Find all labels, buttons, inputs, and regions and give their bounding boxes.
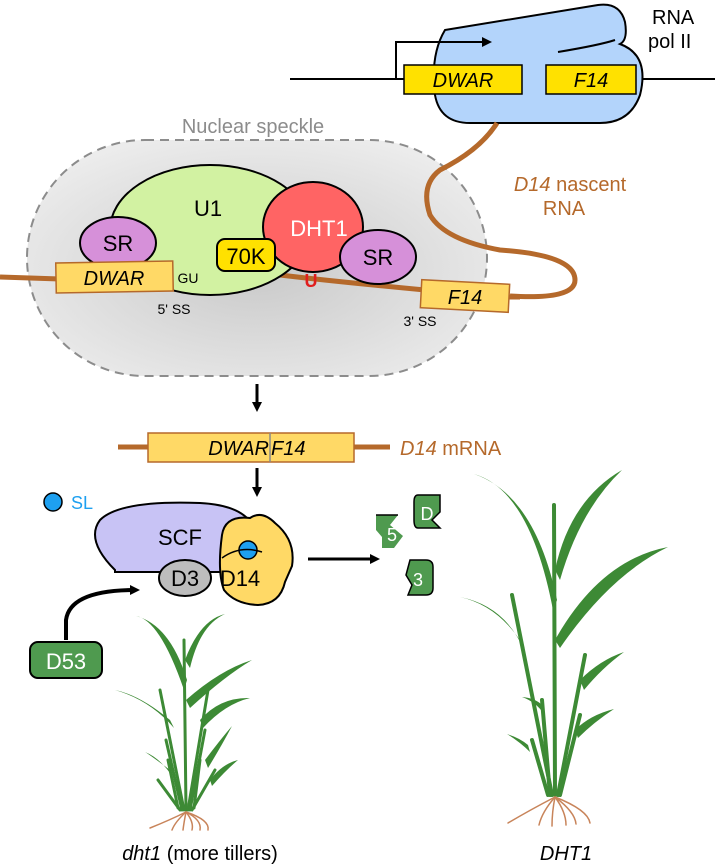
mature-mrna-group: DWAR F14 D14 mRNA: [118, 432, 502, 463]
three-prime-ss-label: 3' SS: [403, 313, 436, 329]
d53-protein: [29, 641, 103, 679]
d53-label: D53: [46, 649, 86, 674]
d14-label: D14: [220, 566, 260, 591]
sl-signaling-group: SL SCF D3 D14 D53 D 5 3: [29, 492, 442, 679]
fragment-1-label: D: [421, 504, 434, 524]
sl-legend-dot-icon: [43, 492, 63, 512]
dht1-leaves: [115, 614, 252, 786]
nascent-rna-label-line1: D14 nascent: [514, 174, 627, 196]
pre-mrna-strand: [0, 272, 426, 293]
d14-pocket-line: [221, 548, 263, 559]
rna-polymerase-group: DWAR F14 RNA pol II: [290, 3, 715, 124]
rna-pol-label-line2: pol II: [648, 31, 691, 53]
rna-pol-label-line1: RNA: [652, 7, 695, 29]
d53-binding-arrow-icon: [64, 585, 140, 640]
dht1-gene-label: dht1: [122, 843, 161, 865]
dht1-wildtype-plant: [460, 470, 668, 827]
speckle-exon-dwar-box: [54, 260, 175, 294]
d53-fragment-3: [405, 559, 434, 596]
sr-protein-right: [339, 229, 417, 285]
dht1-wildtype-caption: DHT1: [540, 843, 592, 865]
d53-fragment-2: [376, 515, 403, 548]
uridine-mark: U: [305, 271, 318, 291]
mrna-exon-box: [147, 432, 355, 463]
mrna-word: mRNA: [442, 438, 502, 460]
speckle-exon-f14-label: F14: [448, 287, 482, 309]
dht1-mutant-plant: [115, 614, 252, 831]
five-prime-ss-label: 5' SS: [157, 301, 190, 317]
nuclear-speckle-group: Nuclear speckle U1 SR DWAR GU 5' SS DHT1…: [0, 116, 578, 377]
dht1-protein: [262, 181, 364, 273]
mrna-label: D14 mRNA: [400, 438, 502, 460]
u1-label: U1: [194, 196, 222, 221]
sl-label: SL: [71, 493, 93, 513]
dht1-roots: [149, 811, 209, 831]
d14-receptor: [218, 513, 294, 607]
transcription-start-arrow-icon: [395, 37, 492, 79]
u1-70k-label: 70K: [226, 244, 265, 269]
wt-roots: [507, 796, 591, 827]
scf-label: SCF: [158, 525, 202, 550]
exon-dwar-box: [403, 64, 523, 95]
nascent-word: nascent: [556, 174, 626, 196]
mrna-gene-name: D14: [400, 438, 437, 460]
dht1-note-label: (more tillers): [167, 843, 278, 865]
mrna-part1-label: DWAR: [208, 438, 269, 460]
nascent-rna-strand: [424, 121, 578, 300]
d3-label: D3: [171, 566, 199, 591]
u1-70k-protein: [216, 238, 276, 272]
fragment-2-label: 5: [387, 525, 397, 545]
nascent-gene-name: D14: [514, 174, 551, 196]
mrna-part2-label: F14: [271, 438, 305, 460]
wt-leaves: [460, 470, 668, 752]
dht1-plant-caption: dht1 (more tillers): [122, 843, 278, 865]
dht1-stems: [156, 638, 217, 812]
sr-right-label: SR: [363, 245, 394, 270]
fragment-3-label: 3: [413, 570, 423, 590]
exon-dwar-label: DWAR: [433, 70, 494, 92]
rna-pol-ii-cleft: [557, 39, 616, 53]
nuclear-speckle-title: Nuclear speckle: [182, 116, 324, 138]
scf-complex: [94, 501, 262, 573]
speckle-exon-dwar-label: DWAR: [84, 268, 145, 290]
nascent-rna-label-line2: RNA: [543, 198, 586, 220]
dht1-label: DHT1: [290, 216, 347, 241]
d53-fragment-1: [413, 494, 442, 529]
rna-pol-ii-body: [432, 3, 644, 124]
wt-stems: [510, 503, 587, 797]
d3-protein: [158, 559, 212, 597]
speckle-exon-f14-box: [419, 278, 511, 314]
gu-label: GU: [178, 270, 199, 286]
sr-left-label: SR: [103, 231, 134, 256]
exon-f14-box: [545, 64, 637, 95]
exon-f14-label: F14: [574, 70, 608, 92]
